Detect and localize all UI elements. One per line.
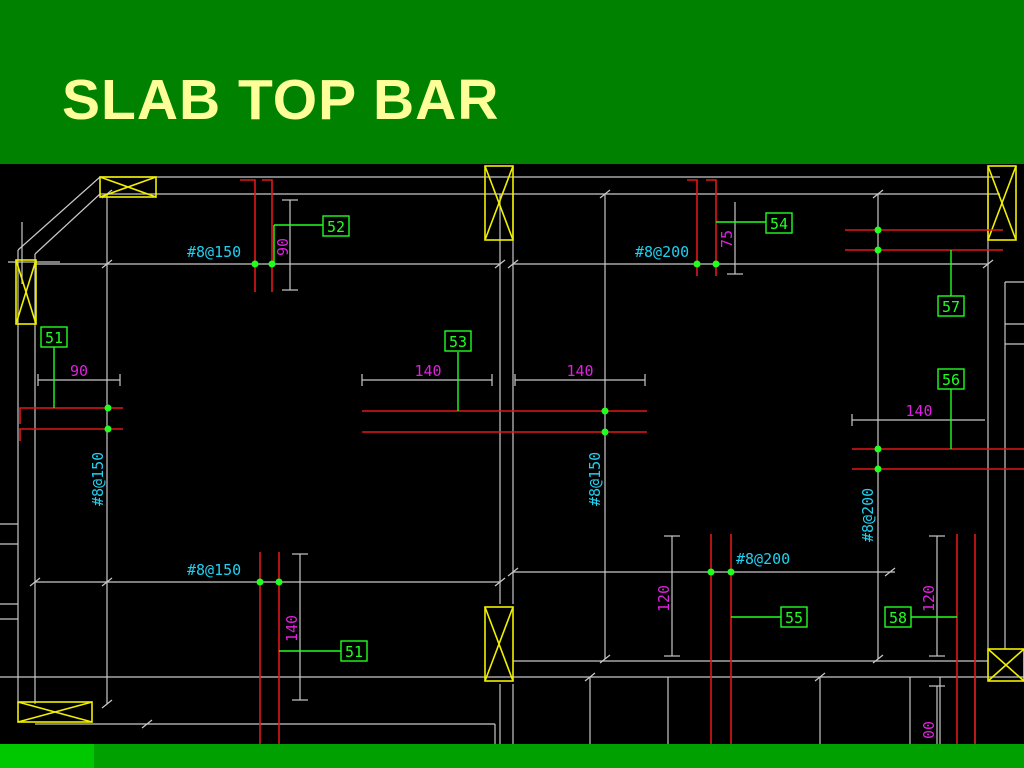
bar-tag-53: 53: [449, 333, 467, 351]
tick: [872, 189, 884, 199]
bar-point: [727, 568, 735, 576]
dimension-label: 00: [920, 721, 938, 739]
slide-title: SLAB TOP BAR: [62, 68, 500, 132]
tick: [584, 672, 596, 682]
cad-drawing: 52 54 51 53 57 56 51 55 58 #8@150 #8@200…: [0, 164, 1024, 744]
tick: [141, 719, 153, 729]
bar-point: [256, 578, 264, 586]
bar-tag-box: [937, 295, 965, 317]
bar-point: [874, 226, 882, 234]
bar-tag-55: 55: [785, 609, 803, 627]
tick: [29, 577, 41, 587]
bar-point: [275, 578, 283, 586]
bar-tag-56: 56: [942, 371, 960, 389]
tick: [599, 654, 611, 664]
bar-tag-51: 51: [45, 329, 63, 347]
dimension-label: 140: [905, 402, 932, 420]
footer-accent: [38, 744, 94, 768]
bar-tag-box: [444, 330, 472, 352]
column-marker: [987, 648, 1024, 682]
tick: [101, 259, 113, 269]
bar-tag-box: [937, 368, 965, 390]
bar-point: [251, 260, 259, 268]
bar-tag-54: 54: [770, 215, 788, 233]
column-marker: [987, 165, 1017, 241]
bar-tag-box: [322, 215, 350, 237]
bar-point: [712, 260, 720, 268]
bar-tag-box: [40, 326, 68, 348]
grid-lines: [0, 176, 1024, 744]
rebar-line: [706, 179, 717, 276]
bar-point: [874, 246, 882, 254]
bar-spacings: #8@150 #8@200 #8@150 #8@200 #8@150 #8@15…: [89, 243, 877, 579]
columns: [15, 165, 1024, 723]
bar-tag-51-lower: 51: [345, 643, 363, 661]
bar-tags: 52 54 51 53 57 56 51 55 58: [45, 215, 960, 661]
rebar-line: [19, 407, 123, 424]
spacing-label: #8@150: [586, 452, 604, 506]
spacing-label: #8@150: [187, 243, 241, 261]
tick: [884, 567, 896, 577]
spacing-label: #8@200: [635, 243, 689, 261]
dimension-label: 140: [566, 362, 593, 380]
beam-line: [17, 176, 101, 251]
bar-tag-58: 58: [889, 609, 907, 627]
bar-point: [601, 428, 609, 436]
column-marker: [15, 259, 37, 325]
rebar-line: [19, 428, 123, 441]
rebar-line: [687, 179, 698, 276]
column-marker: [484, 165, 514, 241]
tick: [507, 567, 519, 577]
dimension-label: 140: [283, 615, 301, 642]
column-marker: [17, 701, 93, 723]
footer-strip: [0, 744, 1024, 768]
tick: [507, 259, 519, 269]
rebar-line: [262, 179, 273, 292]
bar-point: [104, 425, 112, 433]
dimension-label: 120: [920, 585, 938, 612]
spacing-label: #8@200: [859, 488, 877, 542]
bar-tag-57: 57: [942, 298, 960, 316]
dimension-label: 90: [274, 238, 292, 256]
dimension-lines: [37, 199, 985, 744]
bar-tag-box: [884, 606, 912, 628]
dimension-label: 140: [414, 362, 441, 380]
bar-point: [268, 260, 276, 268]
bar-tag-boxes: [40, 212, 965, 662]
beam-line: [34, 193, 101, 255]
tick: [101, 699, 113, 709]
bar-point: [874, 465, 882, 473]
spacing-label: #8@200: [736, 550, 790, 568]
tick: [494, 259, 506, 269]
rebar-line: [240, 179, 256, 292]
dimension-labels: 90 75 90 140 140 140 140 120 120 00: [70, 230, 938, 739]
spacing-label: #8@150: [89, 452, 107, 506]
bar-tag-box: [780, 606, 808, 628]
leader-lines: [53, 221, 957, 652]
dimension-label: 90: [70, 362, 88, 380]
bar-point: [601, 407, 609, 415]
tick: [814, 672, 826, 682]
column-marker: [484, 606, 514, 682]
bar-point: [693, 260, 701, 268]
spacing-label: #8@150: [187, 561, 241, 579]
dimension-label: 75: [718, 230, 736, 248]
tick: [101, 577, 113, 587]
tick: [494, 577, 506, 587]
tick: [982, 259, 994, 269]
tick: [872, 654, 884, 664]
rebar-lines: [19, 179, 1024, 744]
bar-point: [104, 404, 112, 412]
bar-tag-52: 52: [327, 218, 345, 236]
bar-tag-box: [340, 640, 368, 662]
footer-accent: [0, 744, 38, 768]
bar-points: [104, 226, 882, 586]
bar-tag-box: [765, 212, 793, 234]
tick: [599, 189, 611, 199]
dimension-label: 120: [655, 585, 673, 612]
bar-point: [874, 445, 882, 453]
slab-plan: 52 54 51 53 57 56 51 55 58 #8@150 #8@200…: [0, 165, 1024, 744]
column-marker: [99, 176, 157, 198]
bar-point: [707, 568, 715, 576]
